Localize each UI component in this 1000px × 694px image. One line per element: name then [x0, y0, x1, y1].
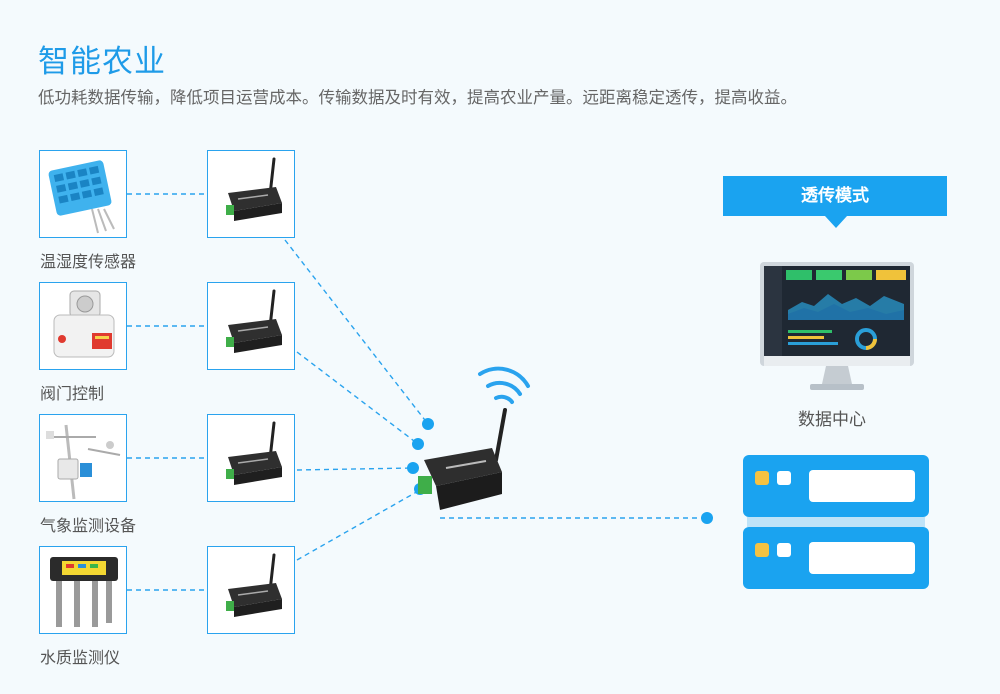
radio-module-card — [207, 414, 295, 502]
sensor-label-weather: 气象监测设备 — [40, 516, 137, 535]
radio-module-icon — [226, 157, 282, 221]
radio-module-card — [207, 546, 295, 634]
sensor-card-valve — [39, 282, 127, 370]
valve-actuator-icon — [53, 290, 115, 358]
sensor-label-water-quality: 水质监测仪 — [40, 648, 121, 667]
sensor-card-water-quality — [39, 546, 127, 634]
radio-module-card — [207, 150, 295, 238]
gateway-module — [418, 366, 530, 510]
weather-station-icon — [46, 424, 121, 500]
sensor-label-temp-humidity: 温湿度传感器 — [40, 252, 137, 271]
link-dot — [422, 418, 434, 430]
data-center-label: 数据中心 — [798, 410, 866, 430]
monitor-dashboard-icon — [760, 262, 914, 390]
server-stack-icon — [743, 455, 929, 589]
page-title: 智能农业 — [38, 44, 166, 80]
radio-module-card — [207, 282, 295, 370]
wifi-signal-icon — [478, 366, 530, 404]
link-dot — [412, 438, 424, 450]
sensor-card-temp-humidity — [39, 150, 127, 238]
sensor-label-valve: 阀门控制 — [40, 384, 105, 403]
radio-module-icon — [226, 289, 282, 353]
radio-module-icon — [226, 553, 282, 617]
mode-banner: 透传模式 — [723, 176, 947, 228]
temp-humidity-sensor-icon — [48, 160, 115, 234]
link-dot — [407, 462, 419, 474]
page-subtitle: 低功耗数据传输，降低项目运营成本。传输数据及时有效，提高农业产量。远距离稳定透传… — [38, 88, 797, 107]
link-dot — [701, 512, 713, 524]
water-quality-probe-icon — [50, 557, 118, 627]
sensor-card-weather — [39, 414, 127, 502]
radio-module-icon — [226, 421, 282, 485]
